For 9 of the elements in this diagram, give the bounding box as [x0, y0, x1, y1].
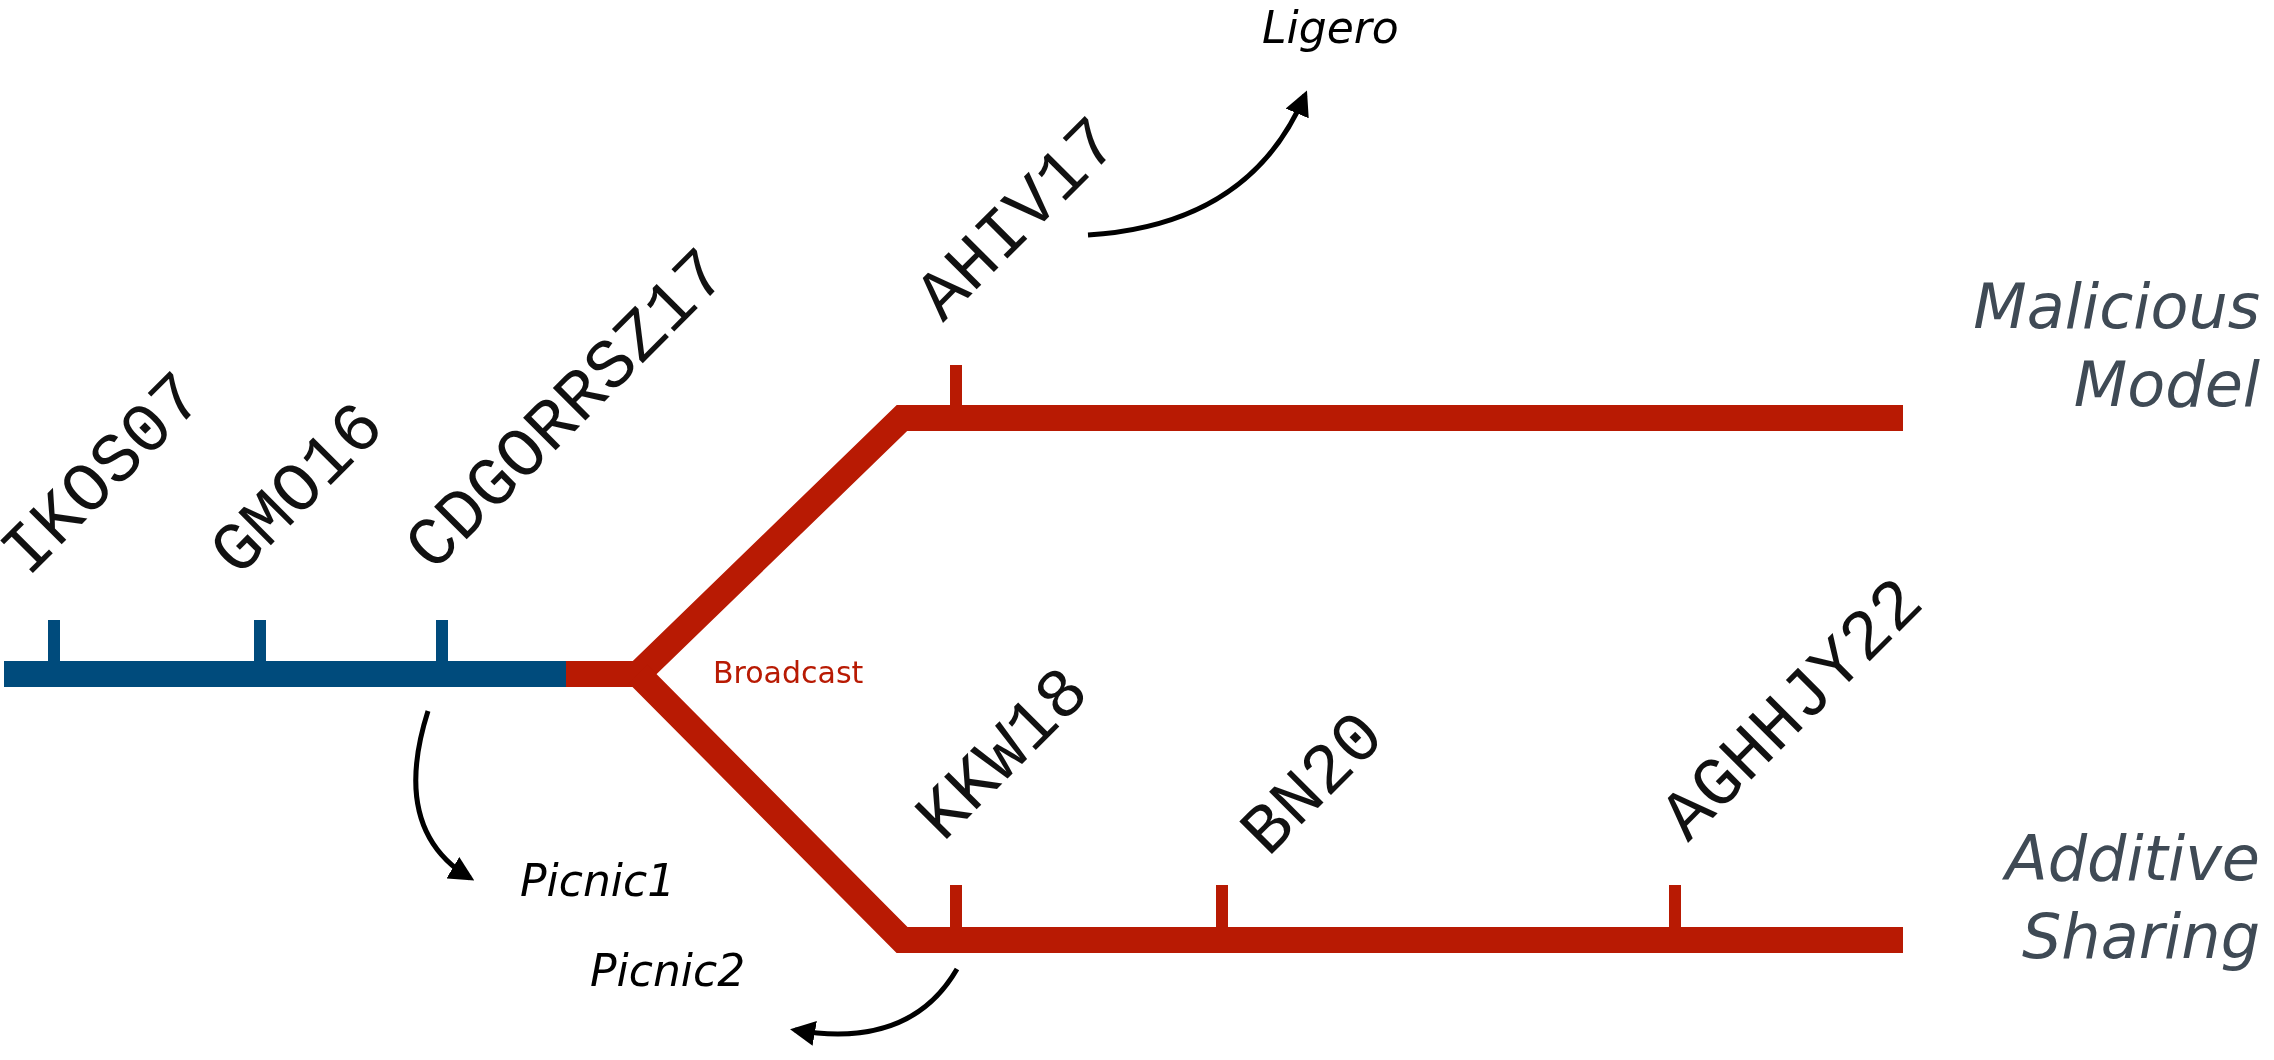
branch-caption: Broadcast: [713, 655, 864, 690]
row-label: Additive Sharing: [1960, 820, 2260, 975]
row-label: Malicious Model: [1972, 269, 2260, 423]
scheme-label: Ligero: [1262, 2, 1399, 55]
arrow: [1087, 90, 1308, 238]
scheme-label: Picnic2: [590, 945, 746, 998]
arrow: [790, 967, 960, 1046]
scheme-label: Picnic1: [520, 855, 676, 908]
arrow: [413, 710, 475, 881]
